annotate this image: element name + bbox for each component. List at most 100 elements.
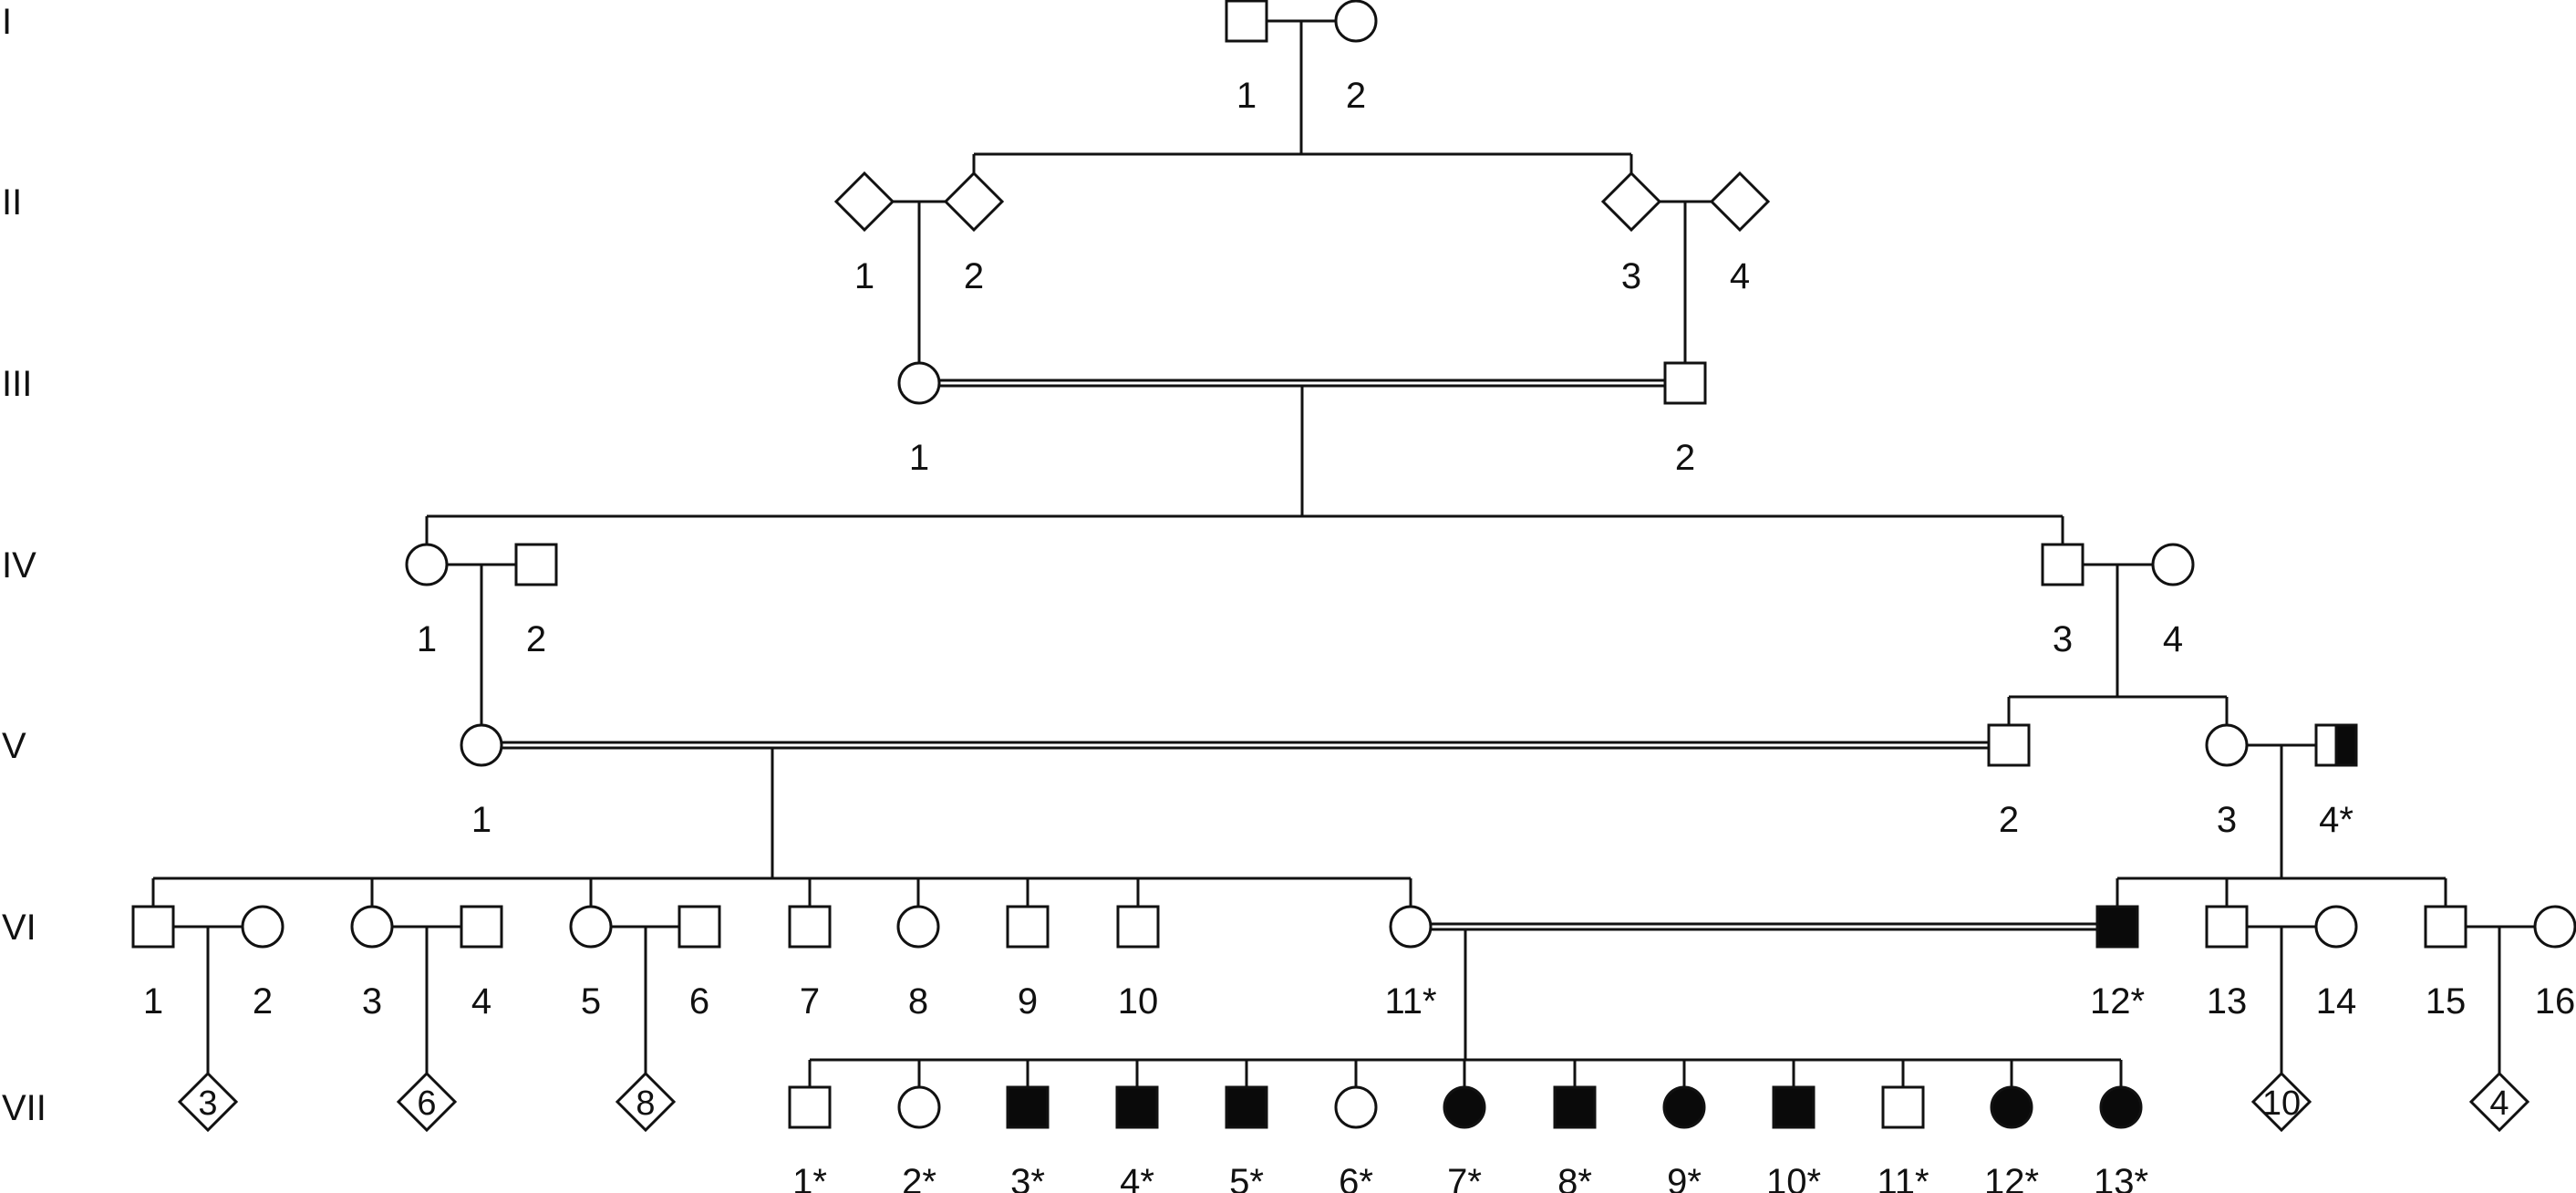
unaffected-female-circle-icon xyxy=(2314,905,2358,949)
individual-label: 9 xyxy=(1018,981,1038,1022)
individual-iv-1[interactable] xyxy=(405,543,449,586)
unaffected-male-square-icon xyxy=(1006,905,1050,949)
individual-i-1[interactable] xyxy=(1225,0,1268,43)
individual-vii-11[interactable] xyxy=(1881,1085,1925,1129)
individual-vii-7[interactable] xyxy=(1443,1085,1486,1129)
affected-female-circle-icon xyxy=(1662,1085,1706,1129)
unaffected-female-circle-icon xyxy=(460,723,503,767)
individual-label: 4 xyxy=(1730,256,1750,296)
individual-ii-1[interactable] xyxy=(833,171,895,233)
individual-vi-14[interactable] xyxy=(2314,905,2358,949)
individual-vii-g5[interactable]: 4 xyxy=(2468,1071,2530,1133)
individual-label: 2 xyxy=(253,981,273,1022)
individual-vi-3[interactable] xyxy=(350,905,394,949)
individual-vi-9[interactable] xyxy=(1006,905,1050,949)
individual-label: 1 xyxy=(909,438,929,478)
sibling-count: 3 xyxy=(198,1084,217,1123)
individual-vi-2[interactable] xyxy=(241,905,284,949)
individual-iv-4[interactable] xyxy=(2151,543,2195,586)
individual-v-4[interactable] xyxy=(2314,723,2358,767)
individual-vii-5[interactable] xyxy=(1225,1085,1268,1129)
individual-vi-10[interactable] xyxy=(1116,905,1160,949)
individual-label: 2* xyxy=(902,1162,936,1193)
generation-label-vii: VII xyxy=(2,1088,47,1128)
generation-label-iii: III xyxy=(2,364,32,404)
unaffected-female-circle-icon xyxy=(1334,1085,1378,1129)
individual-iii-1[interactable] xyxy=(897,361,941,405)
individual-vii-g3[interactable]: 8 xyxy=(615,1071,677,1133)
individual-vii-g4[interactable]: 10 xyxy=(2250,1071,2312,1133)
individual-vii-g2[interactable]: 6 xyxy=(396,1071,458,1133)
unknown-sex-diamond-icon xyxy=(833,171,895,233)
individual-label: 6* xyxy=(1339,1162,1373,1193)
affected-female-circle-icon xyxy=(2099,1085,2143,1129)
individual-label: 1 xyxy=(1236,76,1257,116)
individual-vi-13[interactable] xyxy=(2205,905,2249,949)
unaffected-female-circle-icon xyxy=(350,905,394,949)
unaffected-female-circle-icon xyxy=(1389,905,1433,949)
individual-ii-2[interactable] xyxy=(943,171,1005,233)
individual-iv-2[interactable] xyxy=(514,543,558,586)
individual-vi-15[interactable] xyxy=(2424,905,2467,949)
unaffected-male-square-icon xyxy=(514,543,558,586)
unknown-sex-diamond-icon xyxy=(615,1071,677,1133)
unaffected-male-square-icon xyxy=(1225,0,1268,43)
individual-vii-2[interactable] xyxy=(897,1085,941,1129)
individual-ii-4[interactable] xyxy=(1709,171,1771,233)
individual-vi-12[interactable] xyxy=(2095,905,2139,949)
individual-vi-8[interactable] xyxy=(896,905,940,949)
individual-vii-12[interactable] xyxy=(1990,1085,2033,1129)
individual-iv-3[interactable] xyxy=(2041,543,2085,586)
affected-female-circle-icon xyxy=(1443,1085,1486,1129)
individual-label: 13* xyxy=(2094,1162,2148,1193)
sibling-count: 10 xyxy=(2262,1084,2301,1123)
individual-label: 2 xyxy=(1675,438,1695,478)
unaffected-male-square-icon xyxy=(2041,543,2085,586)
unknown-sex-diamond-icon xyxy=(1709,171,1771,233)
individual-vi-4[interactable] xyxy=(460,905,503,949)
sibling-count: 4 xyxy=(2489,1084,2509,1123)
individual-vi-7[interactable] xyxy=(788,905,832,949)
unknown-sex-diamond-icon xyxy=(396,1071,458,1133)
individual-label: 4 xyxy=(2163,619,2183,659)
individual-v-2[interactable] xyxy=(1987,723,2031,767)
generation-label-i: I xyxy=(2,2,12,42)
individual-vii-10[interactable] xyxy=(1772,1085,1816,1129)
individual-vi-11[interactable] xyxy=(1389,905,1433,949)
individual-label: 14 xyxy=(2316,981,2357,1022)
carrier-half-fill-icon xyxy=(2334,723,2358,767)
unaffected-male-square-icon xyxy=(1987,723,2031,767)
individual-vii-6[interactable] xyxy=(1334,1085,1378,1129)
individual-label: 11* xyxy=(1877,1162,1929,1193)
individual-i-2[interactable] xyxy=(1334,0,1378,43)
individual-v-3[interactable] xyxy=(2205,723,2249,767)
individual-label: 2 xyxy=(964,256,984,296)
individual-vi-6[interactable] xyxy=(678,905,721,949)
individual-v-1[interactable] xyxy=(460,723,503,767)
individual-vii-3[interactable] xyxy=(1006,1085,1050,1129)
individual-iii-2[interactable] xyxy=(1663,361,1707,405)
generation-label-vi: VI xyxy=(2,908,36,948)
unaffected-male-square-icon xyxy=(1116,905,1160,949)
individual-vii-4[interactable] xyxy=(1115,1085,1159,1129)
individual-label: 8* xyxy=(1557,1162,1592,1193)
unaffected-female-circle-icon xyxy=(1334,0,1378,43)
individual-label: 1 xyxy=(143,981,163,1022)
individual-label: 1* xyxy=(792,1162,827,1193)
individual-vi-1[interactable] xyxy=(131,905,175,949)
individual-ii-3[interactable] xyxy=(1600,171,1662,233)
unaffected-male-square-icon xyxy=(1663,361,1707,405)
individual-vi-16[interactable] xyxy=(2533,905,2576,949)
sibling-count: 6 xyxy=(417,1084,436,1123)
individual-label: 10 xyxy=(1118,981,1159,1022)
individual-vii-9[interactable] xyxy=(1662,1085,1706,1129)
relationship-lines xyxy=(151,19,2535,1087)
individual-vi-5[interactable] xyxy=(569,905,613,949)
individual-vii-8[interactable] xyxy=(1553,1085,1597,1129)
individual-vii-g1[interactable]: 3 xyxy=(177,1071,239,1133)
unknown-sex-diamond-icon xyxy=(2468,1071,2530,1133)
individual-vii-13[interactable] xyxy=(2099,1085,2143,1129)
individual-label: 10* xyxy=(1766,1162,1821,1193)
individual-vii-1[interactable] xyxy=(788,1085,832,1129)
unaffected-female-circle-icon xyxy=(2533,905,2576,949)
